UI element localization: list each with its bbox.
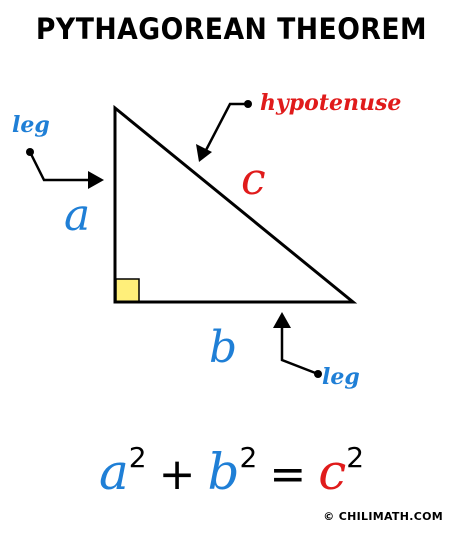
formula-exp-a: 2 — [128, 441, 147, 474]
leg-label-left: leg — [12, 112, 50, 138]
formula-a: a — [98, 443, 129, 501]
page-title: PYTHAGOREAN THEOREM — [35, 12, 428, 46]
formula-b: b — [207, 443, 240, 501]
credit-text: CHILIMATH.COM — [338, 510, 443, 523]
formula-c: c — [318, 443, 347, 501]
formula-exp-b: 2 — [239, 441, 258, 474]
right-triangle — [113, 104, 358, 304]
right-angle-icon — [115, 278, 140, 303]
bottom-leg-pointer-arrow-icon — [273, 312, 322, 378]
credit-line: © CHILIMATH.COM — [323, 510, 443, 523]
leg-label-bottom: leg — [322, 364, 360, 390]
hypotenuse-label: hypotenuse — [260, 90, 401, 116]
side-b-label: b — [209, 322, 237, 373]
pythagorean-formula: a2+b2=c2 — [0, 428, 463, 505]
side-c-label: c — [241, 154, 266, 205]
formula-exp-c: 2 — [346, 441, 365, 474]
formula-equals: = — [269, 449, 307, 500]
hypotenuse-pointer-arrow-icon — [196, 100, 252, 162]
copyright-icon: © — [323, 510, 335, 523]
left-leg-pointer-arrow-icon — [26, 148, 104, 189]
side-a-label: a — [64, 190, 90, 241]
formula-plus: + — [158, 449, 196, 500]
